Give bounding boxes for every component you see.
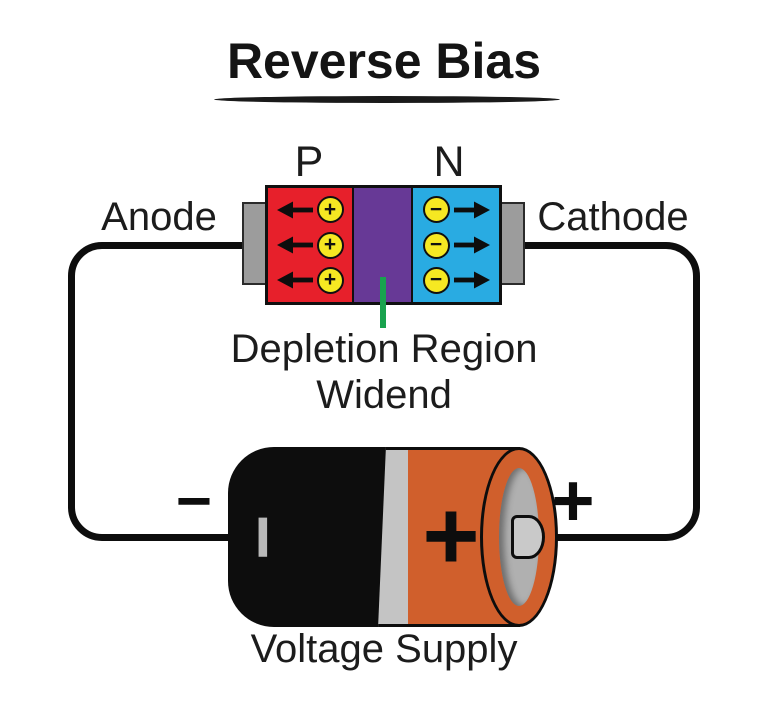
right-arrow-icon — [453, 271, 490, 289]
electron-row: − — [422, 196, 490, 224]
hole-charge-icon: + — [316, 231, 344, 259]
depletion-caption-line1: Depletion Region — [230, 327, 538, 371]
n-region: − − − — [413, 188, 499, 302]
hole-row: + — [276, 266, 344, 294]
hole-row: + — [276, 196, 344, 224]
anode-label: Anode — [101, 195, 217, 239]
diode-body: + + + − − − — [265, 185, 502, 305]
battery-negative-terminal-mark: − — [220, 514, 308, 560]
depletion-pointer-line — [380, 277, 386, 328]
right-arrow-icon — [453, 236, 490, 254]
n-region-label: N — [433, 138, 465, 186]
electron-charge-icon: − — [422, 196, 450, 224]
hole-charge-icon: + — [316, 266, 344, 294]
depletion-caption-line2: Widend — [316, 373, 452, 417]
anode-terminal — [242, 202, 267, 285]
electron-row: − — [422, 266, 490, 294]
cathode-label: Cathode — [537, 195, 689, 239]
battery-negative-sign: − — [175, 467, 213, 536]
page-title: Reverse Bias — [226, 33, 542, 89]
battery-positive-sign: + — [551, 459, 595, 542]
depletion-caption: Depletion Region Widend — [0, 326, 768, 418]
p-region: + + + — [268, 188, 352, 302]
left-arrow-icon — [276, 271, 313, 289]
p-region-label: P — [294, 138, 324, 186]
electron-charge-icon: − — [422, 266, 450, 294]
left-arrow-icon — [276, 236, 313, 254]
left-arrow-icon — [276, 201, 313, 219]
right-arrow-icon — [453, 201, 490, 219]
hole-charge-icon: + — [316, 196, 344, 224]
electron-row: − — [422, 231, 490, 259]
battery-negative-body — [228, 447, 386, 627]
battery-terminal-nub — [511, 515, 545, 559]
title-underline — [214, 96, 560, 103]
cathode-terminal — [500, 202, 525, 285]
battery: − + — [220, 447, 558, 627]
battery-positive-terminal-mark: + — [422, 480, 480, 590]
hole-row: + — [276, 231, 344, 259]
voltage-supply-label: Voltage Supply — [250, 627, 518, 671]
electron-charge-icon: − — [422, 231, 450, 259]
